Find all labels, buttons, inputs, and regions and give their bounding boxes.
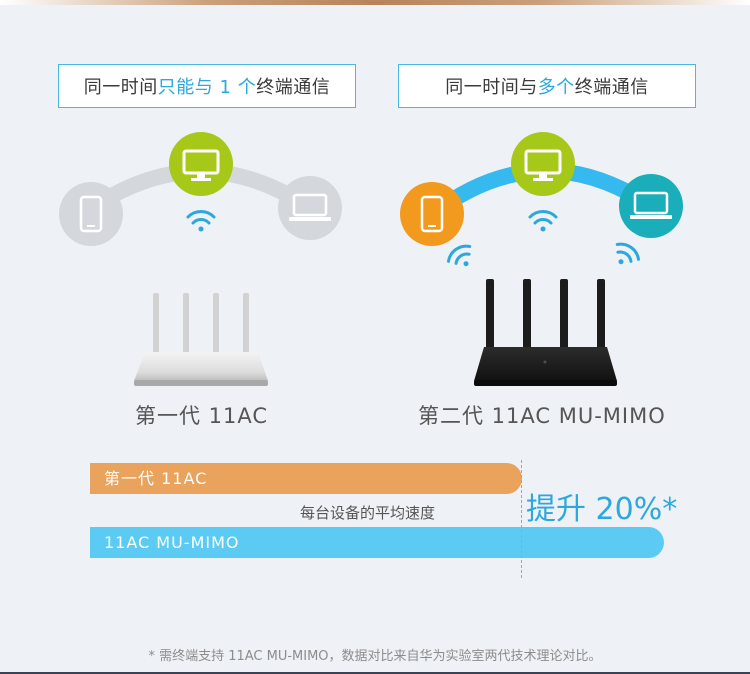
header-right-highlight: 多个 <box>537 77 575 98</box>
router-gen2-image <box>474 279 617 386</box>
router-gen1-label: 第一代 11AC <box>135 404 269 428</box>
laptop-icon <box>619 174 683 238</box>
speed-bar-gen2: 11AC MU-MIMO <box>90 527 664 558</box>
wifi-icon <box>528 210 558 232</box>
average-speed-label: 每台设备的平均速度 <box>300 504 436 522</box>
router-gen1-image <box>134 293 268 386</box>
comparison-divider <box>521 460 522 578</box>
router-gen2-label: 第二代 11AC MU-MIMO <box>418 404 666 428</box>
header-multi-device: 同一时间与多个终端通信 <box>398 64 696 108</box>
bottom-line <box>0 672 750 674</box>
header-right-part2: 终端通信 <box>574 77 649 98</box>
header-left-part1: 同一时间 <box>83 77 158 98</box>
wifi-icon <box>186 210 216 232</box>
wifi-icon <box>615 242 641 265</box>
laptop-icon <box>278 176 342 240</box>
footnote: * 需终端支持 11AC MU-MIMO，数据对比来自华为实验室两代技术理论对比… <box>148 649 602 664</box>
device-illustration <box>59 132 683 386</box>
phone-icon <box>59 182 123 246</box>
speed-bar-gen1-label: 第一代 11AC <box>104 469 208 488</box>
monitor-icon <box>511 132 575 196</box>
phone-icon <box>400 182 464 246</box>
monitor-icon <box>169 132 233 196</box>
speed-bar-gen2-label: 11AC MU-MIMO <box>104 533 240 552</box>
header-right-part1: 同一时间与 <box>445 77 538 98</box>
header-left-part2: 终端通信 <box>256 77 331 98</box>
top-banner-strip <box>0 0 750 5</box>
header-left-highlight: 只能与 1 个 <box>157 77 257 98</box>
speed-boost-text: 提升 20%* <box>526 492 678 527</box>
wifi-icon <box>446 244 472 267</box>
speed-bar-gen1: 第一代 11AC <box>90 463 522 494</box>
header-single-device: 同一时间只能与 1 个终端通信 <box>58 64 356 108</box>
